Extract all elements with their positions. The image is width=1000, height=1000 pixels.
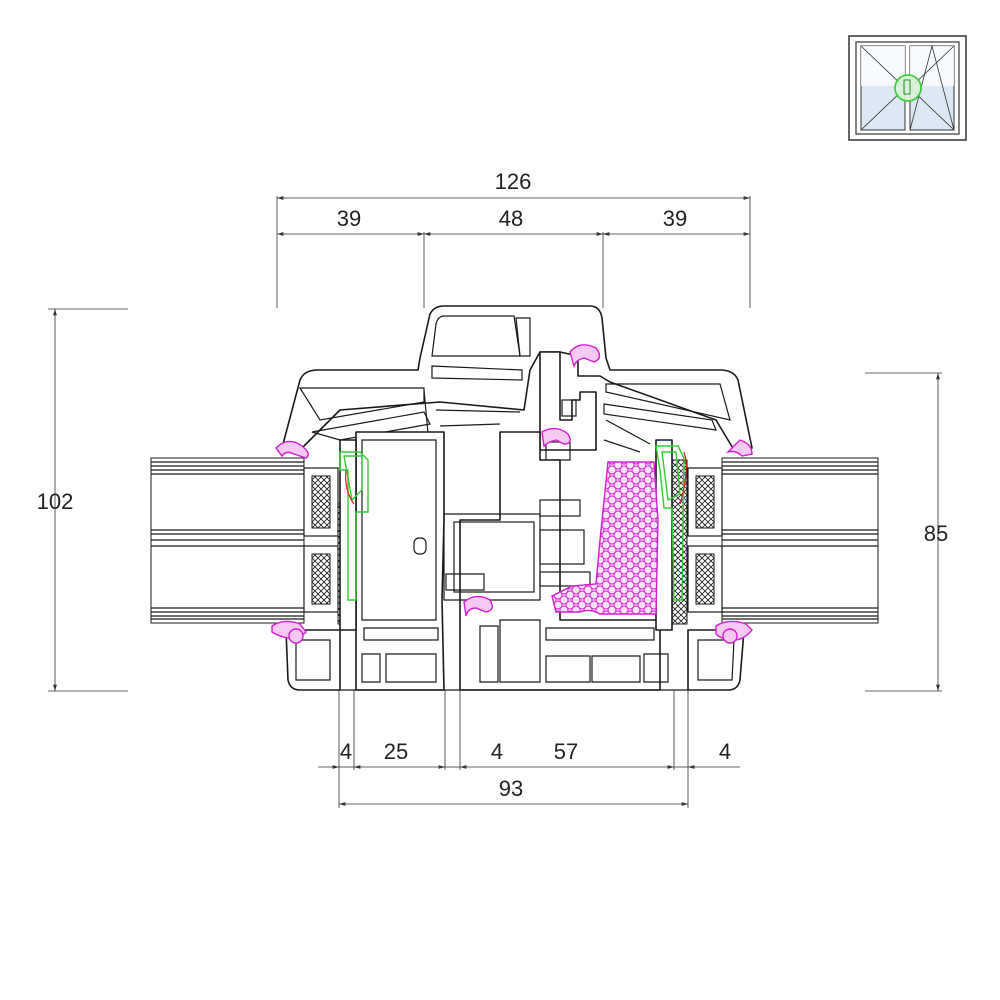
dim-bottom-d: 57 bbox=[554, 739, 578, 764]
right-glazing-unit bbox=[671, 457, 879, 625]
dim-overall-width: 126 bbox=[495, 169, 532, 194]
dim-bottom-c: 4 bbox=[491, 739, 503, 764]
gaskets bbox=[271, 344, 753, 644]
dim-overall-height: 102 bbox=[37, 489, 74, 514]
thermal-insulation-insert bbox=[551, 461, 659, 615]
left-glazing-unit bbox=[150, 457, 353, 625]
dim-bottom-a: 4 bbox=[340, 739, 352, 764]
dim-bottom-b: 25 bbox=[384, 739, 408, 764]
dim-right-sash-width: 39 bbox=[663, 206, 687, 231]
dimension-lines bbox=[48, 196, 942, 808]
double-casement-window-icon bbox=[848, 35, 967, 141]
glazing-beads bbox=[339, 445, 687, 601]
dim-bottom-e: 4 bbox=[719, 739, 731, 764]
dim-left-sash-width: 39 bbox=[337, 206, 361, 231]
dim-sash-height: 85 bbox=[924, 521, 948, 546]
profile-section bbox=[281, 305, 753, 691]
dim-mullion-width: 48 bbox=[499, 206, 523, 231]
dim-bottom-total: 93 bbox=[499, 776, 523, 801]
